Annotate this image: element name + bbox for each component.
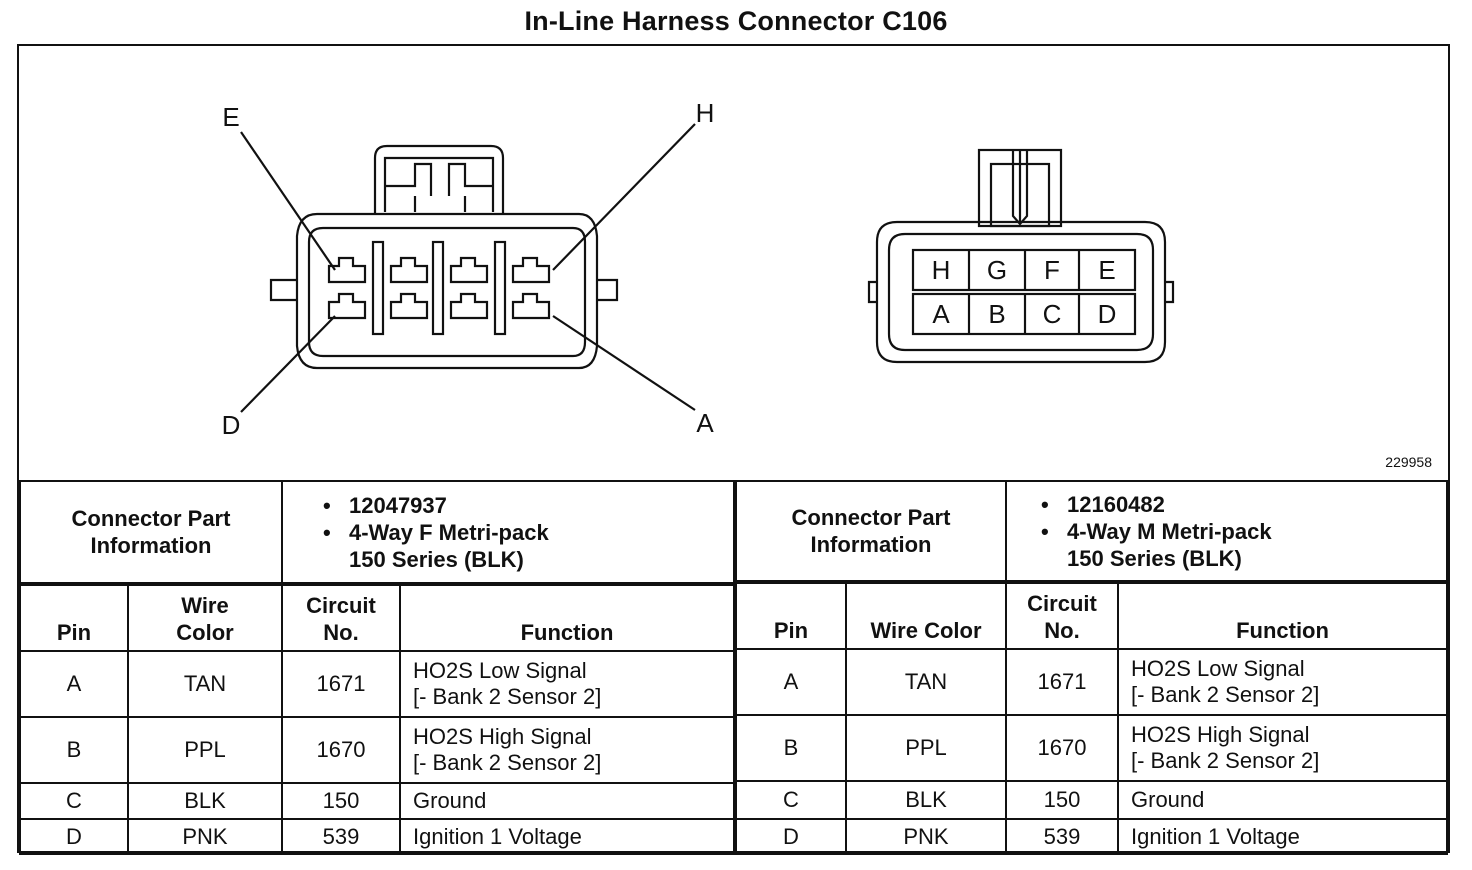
page-title: In-Line Harness Connector C106 [524,6,948,36]
connector-part-details: 12160482 4-Way M Metri-pack 150 Series (… [1005,480,1448,582]
left-info-table: Connector Part Information 12047937 4-Wa… [19,480,735,584]
table-row: A TAN 1671 HO2S Low Signal [- Bank 2 Sen… [19,650,735,718]
part-number: 12160482 [1041,491,1445,518]
wire-color-cell: PPL [127,716,283,784]
circuit-cell: 1671 [281,650,401,718]
callout-label-d: D [222,410,241,440]
pin-cell: C [735,780,847,820]
function-cell: HO2S Low Signal [- Bank 2 Sensor 2] [1117,648,1448,716]
part-description: 4-Way M Metri-pack 150 Series (BLK) [1041,518,1445,572]
male-pin-label: D [1098,299,1117,329]
circuit-header: Circuit No. [281,584,401,652]
pin-cell: D [735,818,847,855]
pin-header: Pin [735,582,847,650]
circuit-cell: 150 [281,782,401,820]
connector-illustration: E H D A H G F E A B C D 229958 [19,46,1448,480]
function-cell: Ignition 1 Voltage [1117,818,1448,855]
table-row: B PPL 1670 HO2S High Signal [- Bank 2 Se… [19,716,735,784]
pinout-tables: Connector Part Information 12047937 4-Wa… [19,480,1448,855]
function-cell: HO2S High Signal [- Bank 2 Sensor 2] [399,716,735,784]
part-number: 12047937 [323,492,732,519]
male-pin-label: E [1098,255,1115,285]
circuit-cell: 539 [281,818,401,855]
connector-part-info-label: Connector Part Information [735,480,1007,582]
function-cell: HO2S High Signal [- Bank 2 Sensor 2] [1117,714,1448,782]
wire-color-header: Wire Color [845,582,1007,650]
wire-color-cell: TAN [127,650,283,718]
circuit-cell: 1670 [281,716,401,784]
function-header: Function [1117,582,1448,650]
circuit-cell: 539 [1005,818,1119,855]
wire-color-cell: TAN [845,648,1007,716]
function-header: Function [399,584,735,652]
callout-label-a: A [696,408,714,438]
connector-part-details: 12047937 4-Way F Metri-pack 150 Series (… [281,480,735,584]
female-connector-face [240,123,696,413]
table-row: C BLK 150 Ground [19,782,735,820]
part-description: 4-Way F Metri-pack 150 Series (BLK) [323,519,732,573]
male-pin-label: A [932,299,950,329]
table-row: D PNK 539 Ignition 1 Voltage [19,818,735,855]
male-pin-label: B [988,299,1005,329]
callout-label-e: E [222,102,239,132]
right-connector-table: Connector Part Information 12160482 4-Wa… [735,480,1448,855]
wire-color-cell: PNK [127,818,283,855]
circuit-header: Circuit No. [1005,582,1119,650]
table-row: D PNK 539 Ignition 1 Voltage [735,818,1448,855]
male-pin-label: G [987,255,1007,285]
pin-header: Pin [19,584,129,652]
pin-cell: A [735,648,847,716]
wire-color-header: Wire Color [127,584,283,652]
table-header-row: Pin Wire Color Circuit No. Function [735,582,1448,650]
pin-cell: A [19,650,129,718]
wire-color-cell: PNK [845,818,1007,855]
left-pin-table: Pin Wire Color Circuit No. Function A TA… [19,584,735,855]
left-connector-table: Connector Part Information 12047937 4-Wa… [19,480,735,855]
table-row: C BLK 150 Ground [735,780,1448,820]
function-cell: Ground [399,782,735,820]
male-pin-label: F [1044,255,1060,285]
connector-part-info-label: Connector Part Information [19,480,283,584]
right-pin-table: Pin Wire Color Circuit No. Function A TA… [735,582,1448,855]
circuit-cell: 1670 [1005,714,1119,782]
right-info-table: Connector Part Information 12160482 4-Wa… [735,480,1448,582]
pin-cell: C [19,782,129,820]
pin-cell: D [19,818,129,855]
function-cell: Ground [1117,780,1448,820]
table-row: B PPL 1670 HO2S High Signal [- Bank 2 Se… [735,714,1448,782]
circuit-cell: 150 [1005,780,1119,820]
callout-label-h: H [696,98,715,128]
figure-id: 229958 [1385,454,1432,470]
table-header-row: Pin Wire Color Circuit No. Function [19,584,735,652]
function-cell: Ignition 1 Voltage [399,818,735,855]
diagram-frame: E H D A H G F E A B C D 229958 [17,44,1450,855]
wire-color-cell: BLK [127,782,283,820]
male-pin-label: C [1043,299,1062,329]
circuit-cell: 1671 [1005,648,1119,716]
connector-drawing: E H D A H G F E A B C D [222,98,1175,440]
male-connector-face [867,148,1175,364]
male-pin-label: H [932,255,951,285]
wire-color-cell: BLK [845,780,1007,820]
function-cell: HO2S Low Signal [- Bank 2 Sensor 2] [399,650,735,718]
pin-cell: B [735,714,847,782]
table-row: A TAN 1671 HO2S Low Signal [- Bank 2 Sen… [735,648,1448,716]
wire-color-cell: PPL [845,714,1007,782]
pin-cell: B [19,716,129,784]
